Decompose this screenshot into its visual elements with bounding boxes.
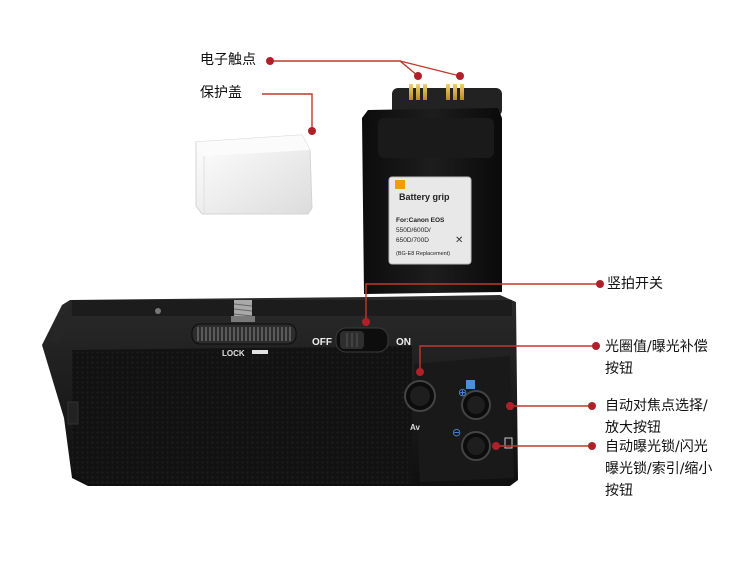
callout-dots bbox=[266, 57, 604, 450]
callout-ae-line1: 自动曝光锁/闪光 bbox=[605, 439, 708, 455]
callout-lines bbox=[262, 60, 600, 447]
product-sticker: Battery grip For:Canon EOS 550D/600D/ 65… bbox=[388, 176, 472, 265]
electronic-contacts bbox=[409, 84, 464, 100]
lock-wheel[interactable] bbox=[191, 323, 297, 345]
sticker-line3: 650D/700D bbox=[396, 237, 429, 244]
callout-ae-line3: 按钮 bbox=[605, 483, 633, 499]
vertical-shooting-switch[interactable] bbox=[335, 327, 389, 353]
callout-af-line1: 自动对焦点选择/ bbox=[605, 398, 708, 414]
sticker-title: Battery grip bbox=[399, 192, 450, 202]
af-point-selection-button[interactable] bbox=[461, 390, 491, 420]
recycle-bin-icon: ✕ bbox=[455, 235, 463, 246]
switch-off-label: OFF bbox=[312, 337, 332, 348]
callout-af: 自动对焦点选择/ 放大按钮 bbox=[605, 395, 708, 439]
grip-body: LOCK OFF ON Av ⊕ ★ ⊖ bbox=[42, 295, 518, 486]
switch-on-label: ON bbox=[396, 337, 411, 348]
battery-pack: Battery grip For:Canon EOS 550D/600D/ 65… bbox=[362, 84, 502, 294]
aperture-exposure-button[interactable] bbox=[404, 380, 436, 412]
callout-switch-text: 竖拍开关 bbox=[607, 276, 663, 292]
callout-aperture-line1: 光圈值/曝光补偿 bbox=[605, 339, 708, 355]
callout-af-line2: 放大按钮 bbox=[605, 420, 661, 436]
callout-aperture-line2: 按钮 bbox=[605, 361, 633, 377]
callout-cover: 保护盖 bbox=[200, 82, 242, 104]
callout-contacts-text: 电子触点 bbox=[200, 52, 256, 68]
tripod-screw bbox=[231, 300, 255, 322]
sticker-line2: 550D/600D/ bbox=[396, 227, 431, 234]
sticker-line1: For:Canon EOS bbox=[396, 217, 445, 224]
callout-cover-text: 保护盖 bbox=[200, 85, 242, 101]
callout-contacts: 电子触点 bbox=[200, 49, 256, 71]
protective-cover bbox=[195, 134, 313, 215]
callout-switch: 竖拍开关 bbox=[607, 273, 663, 295]
av-label: Av bbox=[410, 423, 420, 432]
ae-lock-button[interactable] bbox=[461, 431, 491, 461]
callout-ae: 自动曝光锁/闪光 曝光锁/索引/缩小 按钮 bbox=[605, 436, 712, 502]
sticker-line4: (BG-E8 Replacement) bbox=[396, 251, 450, 257]
index-icon bbox=[504, 437, 513, 449]
callout-ae-line2: 曝光锁/索引/缩小 bbox=[605, 461, 713, 477]
magnify-icon: ⊕ bbox=[458, 386, 467, 399]
zoom-out-icon: ⊖ bbox=[452, 426, 461, 439]
af-point-icon bbox=[466, 380, 475, 389]
lock-label: LOCK bbox=[222, 349, 245, 358]
callout-aperture: 光圈值/曝光补偿 按钮 bbox=[605, 336, 708, 380]
